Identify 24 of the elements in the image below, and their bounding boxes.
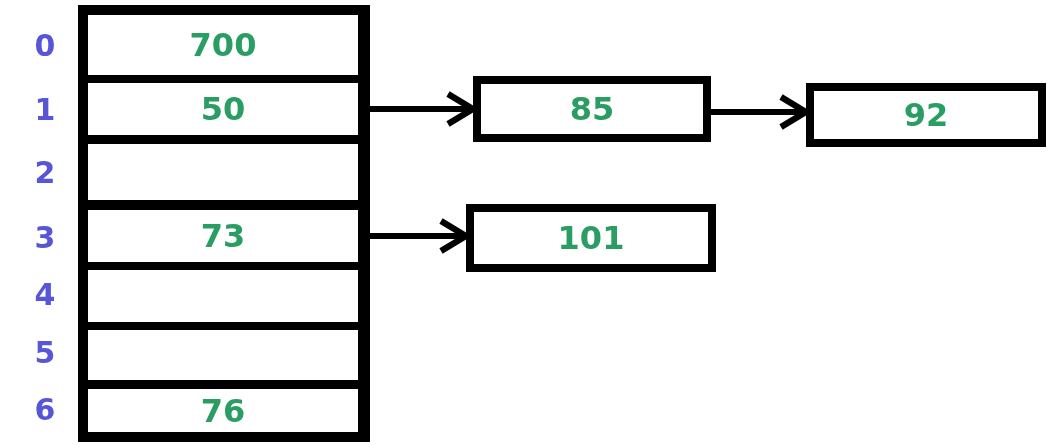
index-number: 5 bbox=[33, 335, 57, 370]
value-text: 50 bbox=[200, 90, 246, 128]
list-node-box bbox=[473, 76, 711, 142]
value-text: 73 bbox=[200, 217, 246, 255]
index-number: 2 bbox=[33, 155, 57, 190]
array-cell bbox=[88, 270, 358, 322]
index-number: 3 bbox=[33, 220, 57, 255]
index-number: 4 bbox=[33, 277, 57, 312]
value-text: 76 bbox=[200, 391, 246, 430]
array-cell bbox=[88, 389, 358, 432]
value-text: 92 bbox=[903, 96, 949, 134]
array-cell bbox=[88, 144, 358, 200]
value-text: 85 bbox=[569, 90, 615, 128]
array-cell bbox=[88, 15, 358, 75]
index-number: 0 bbox=[33, 28, 57, 63]
index-number: 6 bbox=[33, 392, 57, 427]
array-cell bbox=[88, 210, 358, 262]
value-text: 101 bbox=[557, 219, 625, 257]
index-number: 1 bbox=[33, 92, 57, 127]
array-cell bbox=[88, 83, 358, 135]
list-node-box bbox=[466, 204, 716, 272]
list-node-box bbox=[806, 83, 1046, 147]
value-text: 700 bbox=[189, 26, 257, 64]
array-cell bbox=[88, 330, 358, 380]
